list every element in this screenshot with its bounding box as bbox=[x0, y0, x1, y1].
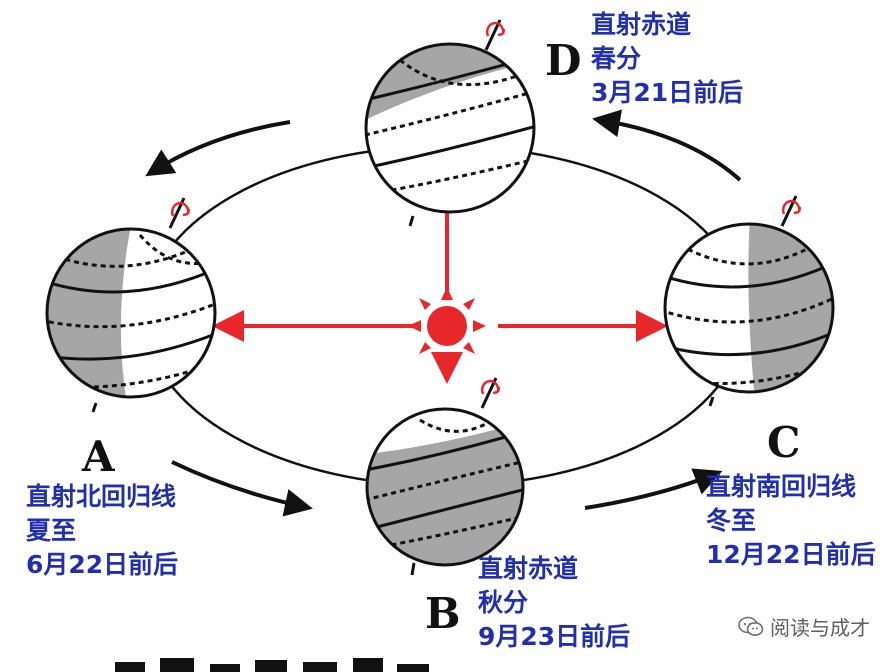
caption-c-line-3: 12月22日前后 bbox=[706, 540, 876, 569]
watermark: 阅读与成才 bbox=[738, 612, 870, 641]
caption-b-line-2: 秋分 bbox=[478, 588, 529, 617]
caption-c: 直射南回归线 冬至 12月22日前后 bbox=[706, 470, 876, 572]
sun-icon bbox=[408, 287, 486, 365]
caption-a-line-3: 6月22日前后 bbox=[26, 550, 179, 579]
revolution-arrow-bottom-right bbox=[584, 468, 723, 510]
earth-globe-d bbox=[364, 19, 536, 227]
caption-d: 直射赤道 春分 3月21日前后 bbox=[591, 8, 743, 110]
caption-d-line-3: 3月21日前后 bbox=[591, 78, 744, 107]
revolution-arrow-top-left bbox=[145, 120, 291, 177]
position-label-b: B bbox=[425, 589, 461, 638]
caption-d-line-1: 直射赤道 bbox=[591, 10, 692, 39]
caption-b-line-1: 直射赤道 bbox=[478, 554, 579, 583]
earth-globe-c bbox=[663, 195, 835, 407]
position-label-c: C bbox=[767, 418, 801, 467]
cropped-text-fragment bbox=[115, 658, 429, 672]
caption-b-line-3: 9月23日前后 bbox=[478, 622, 631, 651]
position-label-d: D bbox=[545, 36, 582, 85]
caption-c-line-1: 直射南回归线 bbox=[706, 472, 857, 501]
caption-a: 直射北回归线 夏至 6月22日前后 bbox=[26, 480, 178, 582]
caption-c-line-2: 冬至 bbox=[706, 506, 757, 535]
revolution-arrow-top-right bbox=[592, 109, 742, 182]
caption-a-line-2: 夏至 bbox=[26, 516, 77, 545]
earth-globe-a bbox=[45, 197, 217, 413]
caption-a-line-1: 直射北回归线 bbox=[26, 482, 177, 511]
caption-d-line-2: 春分 bbox=[591, 44, 642, 73]
revolution-arrow-bottom-left bbox=[171, 460, 313, 517]
watermark-text: 阅读与成才 bbox=[770, 616, 870, 640]
wechat-icon bbox=[738, 616, 764, 636]
caption-b: 直射赤道 秋分 9月23日前后 bbox=[478, 552, 630, 654]
earth-globe-b bbox=[365, 377, 525, 576]
position-label-a: A bbox=[82, 432, 115, 481]
